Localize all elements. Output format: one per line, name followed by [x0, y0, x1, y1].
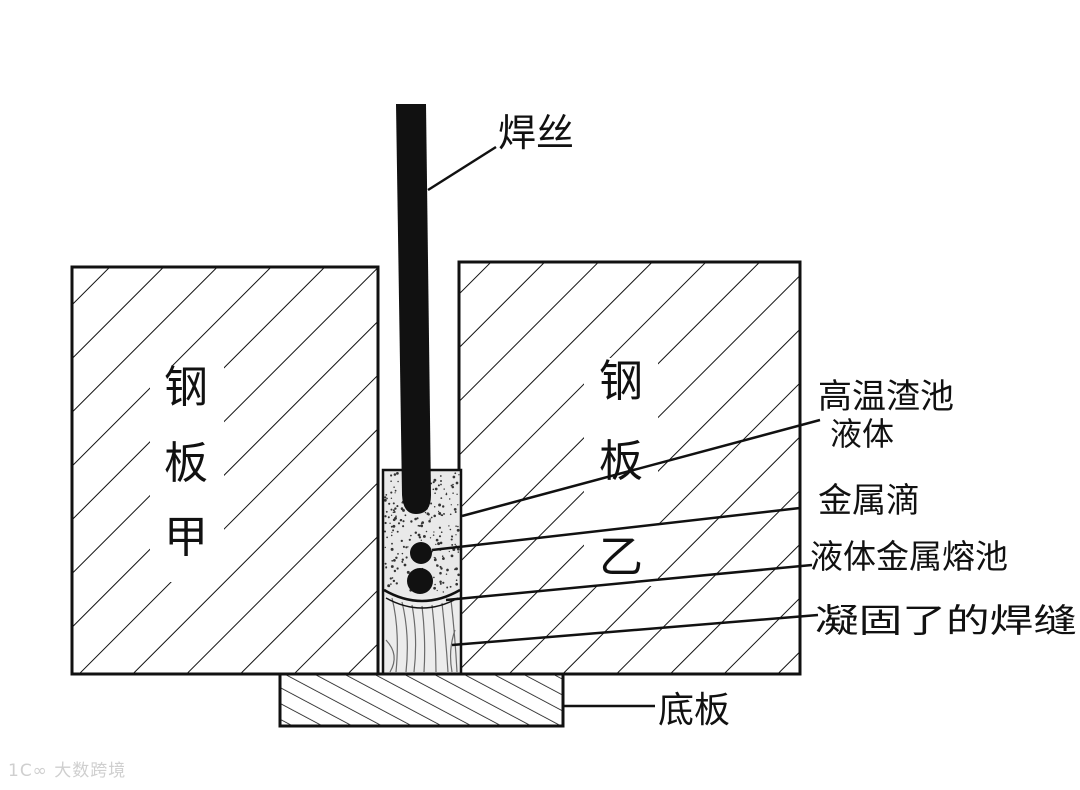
- watermark-logo: 1C∞: [8, 761, 48, 781]
- label-slag-pool: 高温渣池: [818, 377, 954, 417]
- label-plate-a-2: 板: [164, 438, 208, 489]
- label-plate-b-3: 乙: [599, 532, 643, 583]
- label-plate-b-1: 钢: [599, 356, 643, 407]
- label-plate-a-3: 甲: [164, 512, 208, 563]
- steel-plate-a: [72, 267, 378, 674]
- watermark-text: 大数跨境: [54, 761, 126, 781]
- label-backing-plate: 底板: [658, 690, 730, 731]
- label-wire: 焊丝: [498, 111, 574, 155]
- label-plate-b-2: 板: [599, 436, 643, 487]
- metal-droplet-2: [407, 568, 433, 594]
- label-weld-seam: 凝固了的焊缝: [815, 601, 1077, 640]
- label-slag-liquid: 液体: [830, 415, 894, 453]
- watermark: 1C∞ 大数跨境: [8, 756, 126, 781]
- label-metal-droplet: 金属滴: [818, 481, 920, 521]
- metal-droplet-1: [410, 542, 432, 564]
- welding-wire: [396, 104, 431, 514]
- label-plate-a-1: 钢: [164, 362, 208, 413]
- backing-plate: [280, 674, 563, 726]
- leader-wire: [428, 147, 496, 190]
- label-molten-pool: 液体金属熔池: [810, 537, 1008, 576]
